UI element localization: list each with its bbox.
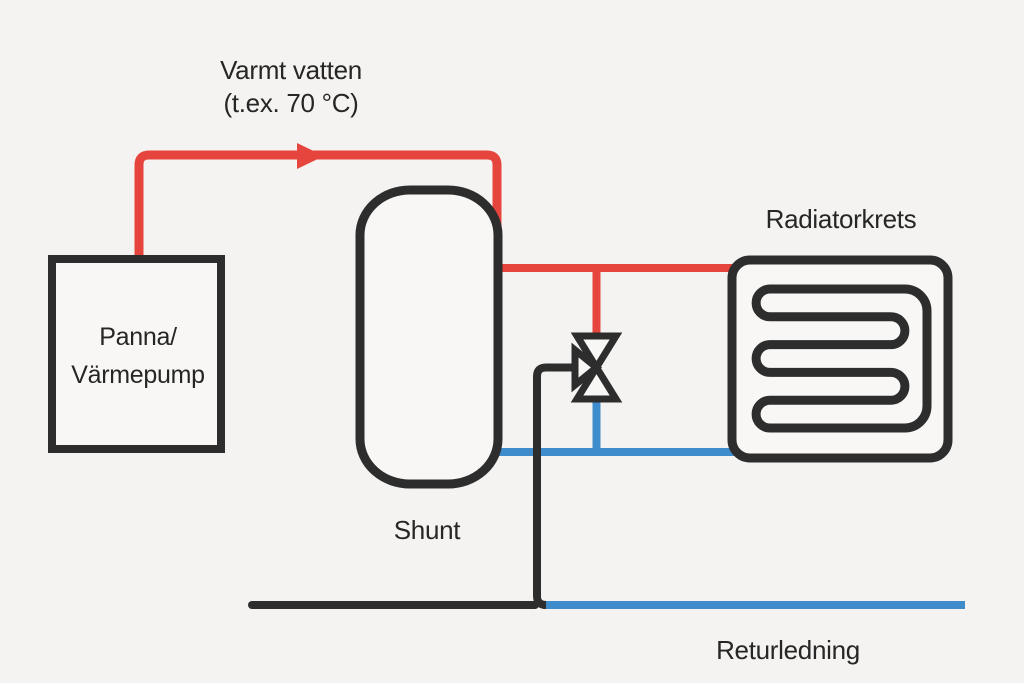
label-hot-water-line1: Varmt vatten [220, 55, 362, 85]
label-radiator-circuit: Radiatorkrets [766, 204, 917, 234]
flow-arrow-icon [297, 143, 324, 169]
label-boiler-line2: Värmepump [71, 361, 204, 389]
radiator-box [727, 255, 953, 463]
valve-bottom-triangle [570, 360, 623, 403]
pipe-valve-to-return [533, 363, 577, 609]
label-hot-water-line2: (t.ex. 70 °C) [223, 88, 358, 118]
shunt-valve [570, 332, 623, 403]
boiler-box [48, 255, 225, 453]
label-boiler-line1: Panna/ [99, 323, 177, 351]
radiator-coil [751, 284, 932, 433]
valve-top-triangle [570, 332, 623, 375]
valve-left-triangle [571, 342, 603, 393]
shunt-tank [355, 185, 503, 489]
label-shunt: Shunt [394, 515, 462, 545]
label-return-line: Returledning [716, 635, 860, 665]
